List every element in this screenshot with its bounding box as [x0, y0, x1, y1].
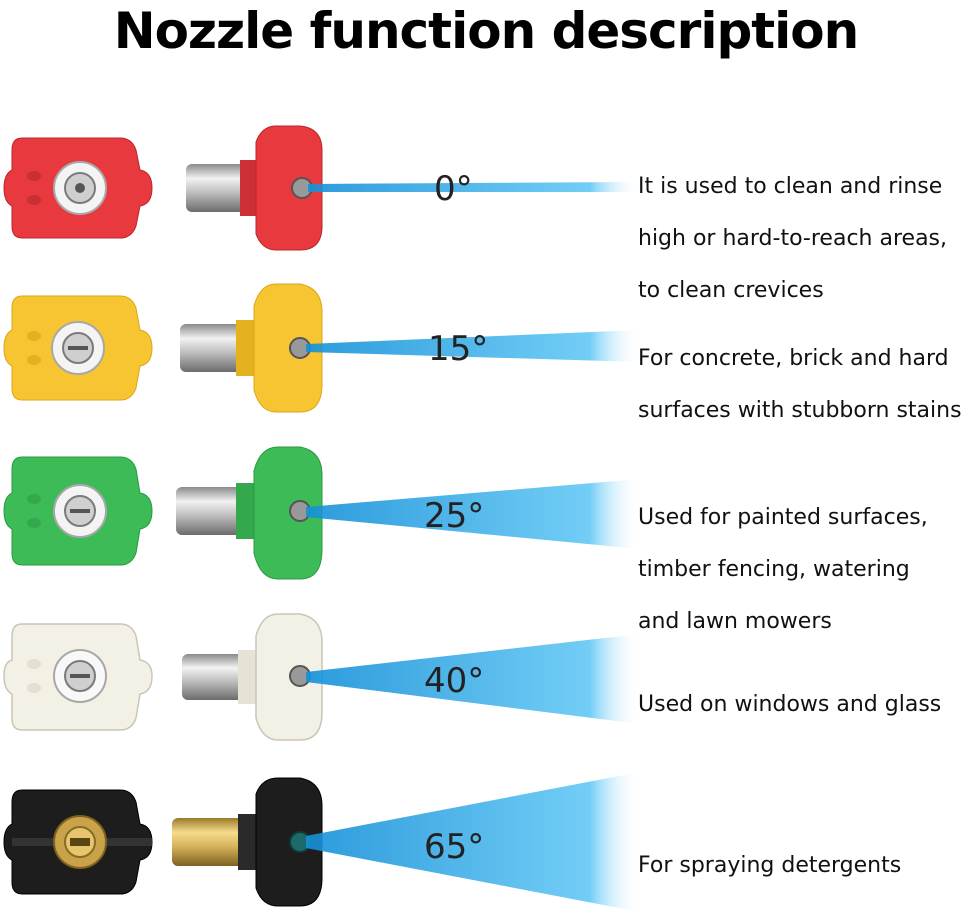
nozzle-illustration-4: 65°: [3, 772, 640, 912]
spray-angle-label-4: 65°: [424, 827, 484, 867]
nozzle-side-white: [255, 613, 323, 741]
nozzle-illustration-3: 40°: [3, 613, 640, 741]
spray-angle-label-3: 40°: [424, 661, 484, 701]
description-line: It is used to clean and rinse: [638, 174, 943, 199]
nozzle-side-red: [255, 125, 323, 251]
description-line: For concrete, brick and hard: [638, 346, 949, 371]
nozzle-row-1: 15° For concrete, brick and hard surface…: [0, 280, 972, 423]
nozzle-row-3: 40° Used on windows and glass: [0, 612, 972, 752]
spray-angle-label-2: 25°: [424, 496, 484, 536]
nozzle-description-4: For spraying detergents: [638, 827, 901, 905]
nozzle-illustration-0: 0°: [3, 125, 640, 251]
spray-jet-3: [306, 634, 640, 724]
spray-jet-4: [306, 772, 640, 912]
description-line: Used on windows and glass: [638, 692, 942, 717]
spray-jet-2: [306, 479, 640, 549]
nozzle-row-2: 25° Used for painted surfaces, timber fe…: [0, 445, 972, 634]
nozzle-description-2: Used for painted surfaces, timber fencin…: [638, 479, 928, 661]
description-line: high or hard-to-reach areas,: [638, 226, 947, 251]
description-line: Used for painted surfaces,: [638, 505, 928, 530]
page-title: Nozzle function description: [113, 2, 860, 60]
nozzle-description-1: For concrete, brick and hard surfaces wi…: [638, 320, 962, 450]
description-line: to clean crevices: [638, 278, 824, 303]
nozzle-side-green: [253, 446, 323, 580]
spray-angle-label-1: 15°: [428, 329, 488, 369]
nozzle-description-0: It is used to clean and rinse high or ha…: [638, 148, 947, 330]
nozzle-row-4: 65° For spraying detergents: [0, 772, 972, 912]
description-line: timber fencing, watering: [638, 557, 910, 582]
nozzle-row-0: 0° It is used to clean and rinse high or…: [0, 120, 972, 303]
nozzle-description-3: Used on windows and glass: [638, 666, 941, 744]
description-line: For spraying detergents: [638, 853, 902, 878]
spray-jet-0: [308, 182, 640, 192]
description-line: and lawn mowers: [638, 609, 832, 634]
spray-angle-label-0: 0°: [434, 169, 473, 209]
nozzle-illustration-2: 25°: [3, 446, 640, 580]
description-line: surfaces with stubborn stains: [638, 398, 962, 423]
nozzle-side-yellow: [253, 283, 323, 413]
spray-jet-1: [306, 330, 640, 362]
nozzle-illustration-1: 15°: [3, 283, 640, 413]
